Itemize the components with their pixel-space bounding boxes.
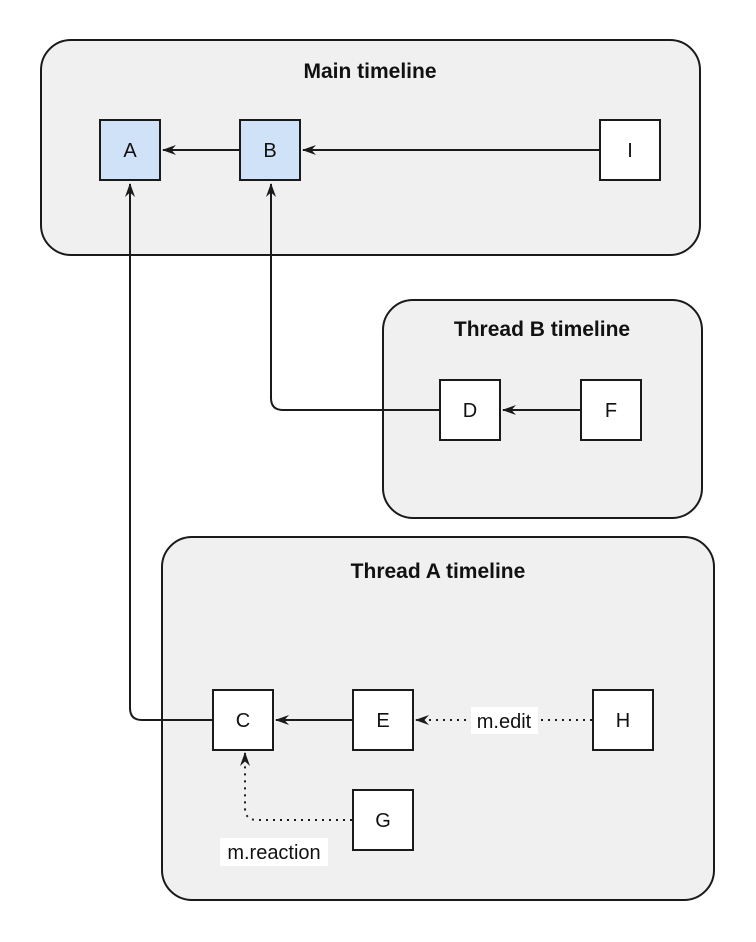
node-e-label: E	[376, 710, 389, 732]
node-f: F	[580, 379, 642, 441]
node-d: D	[439, 379, 501, 441]
edge-c-to-a	[125, 183, 212, 721]
node-g-label: G	[375, 810, 391, 832]
node-h-label: H	[616, 710, 630, 732]
node-f-label: F	[605, 400, 617, 422]
container-thread-a-timeline-box	[161, 536, 715, 901]
node-a-box	[99, 119, 161, 181]
node-c-label: C	[236, 710, 250, 732]
node-a: A	[99, 119, 161, 181]
edge-label-m-edit-group: m.edit	[471, 707, 538, 734]
container-thread-a-timeline: Thread A timeline	[161, 536, 715, 901]
edge-label-m-edit: m.edit	[477, 711, 532, 733]
node-f-box	[580, 379, 642, 441]
container-thread-b-timeline-title: Thread B timeline	[454, 318, 630, 341]
edge-label-m-reaction: m.reaction	[227, 842, 320, 864]
container-main-timeline: Main timeline	[40, 39, 701, 256]
node-b-box	[239, 119, 301, 181]
container-main-timeline-box	[40, 39, 701, 256]
edge-label-m-reaction-bg	[220, 838, 328, 866]
node-c: C	[212, 689, 274, 751]
node-i: I	[599, 119, 661, 181]
edge-d-to-b	[266, 183, 439, 411]
node-e: E	[352, 689, 414, 751]
node-g: G	[352, 789, 414, 851]
node-b-label: B	[263, 140, 276, 162]
edge-label-m-reaction-group: m.reaction	[220, 838, 328, 866]
node-d-label: D	[463, 400, 477, 422]
node-a-label: A	[123, 140, 137, 162]
container-main-timeline-title: Main timeline	[303, 60, 436, 83]
node-g-box	[352, 789, 414, 851]
container-thread-a-timeline-title: Thread A timeline	[351, 560, 526, 583]
node-i-label: I	[627, 140, 633, 162]
node-h: H	[592, 689, 654, 751]
node-b: B	[239, 119, 301, 181]
node-d-box	[439, 379, 501, 441]
node-c-box	[212, 689, 274, 751]
node-h-box	[592, 689, 654, 751]
edge-label-m-edit-bg	[471, 707, 538, 734]
node-i-box	[599, 119, 661, 181]
node-e-box	[352, 689, 414, 751]
